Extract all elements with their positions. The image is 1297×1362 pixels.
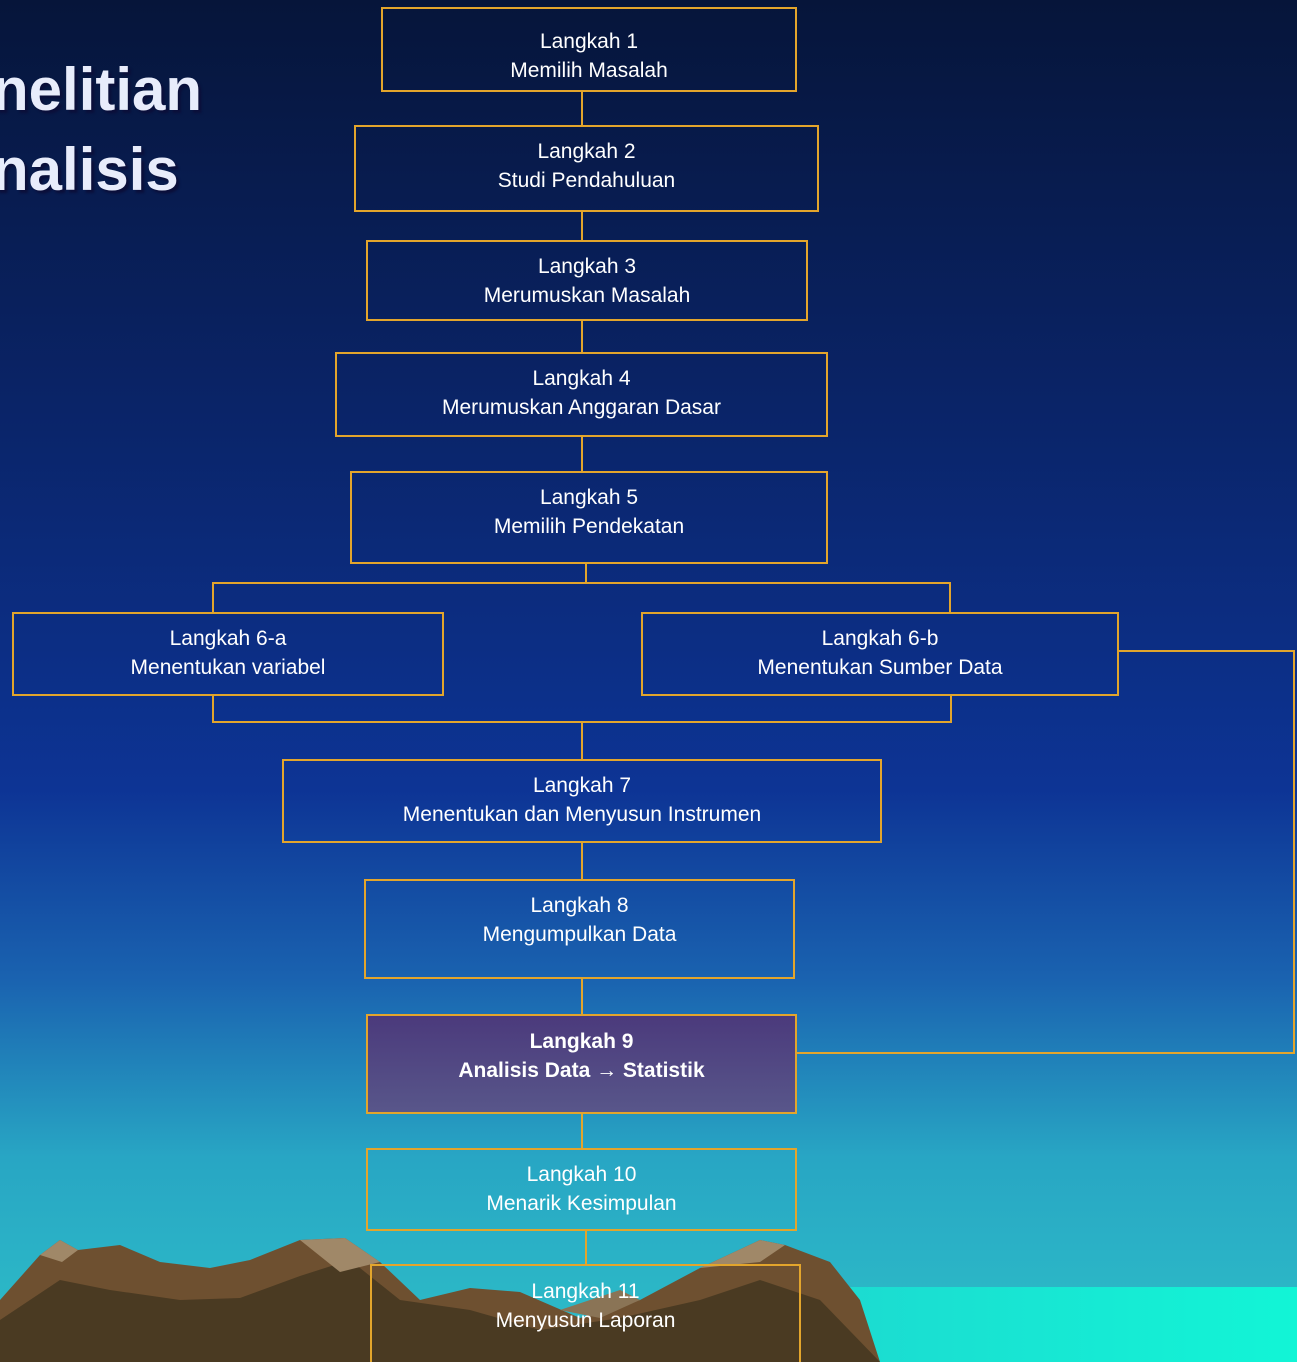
step-9-number: Langkah 9: [529, 1030, 634, 1053]
step-4-label: Merumuskan Anggaran Dasar: [442, 396, 721, 419]
step-6a-number: Langkah 6-a: [169, 627, 287, 650]
step-10-label: Menarik Kesimpulan: [486, 1192, 677, 1215]
step-11-label: Menyusun Laporan: [495, 1309, 676, 1332]
step-6b-label: Menentukan Sumber Data: [757, 656, 1003, 679]
step-3-number: Langkah 3: [537, 255, 637, 278]
step-1-box: Langkah 1 Memilih Masalah: [381, 7, 797, 92]
step-8-label: Mengumpulkan Data: [482, 923, 677, 946]
slide-title-line-2: nalisis: [0, 136, 179, 203]
connector-6-merge: [212, 695, 952, 723]
step-5-number: Langkah 5: [539, 486, 639, 509]
step-2-box: Langkah 2 Studi Pendahuluan: [354, 125, 819, 212]
step-4-number: Langkah 4: [532, 367, 631, 390]
step-3-label: Merumuskan Masalah: [483, 284, 691, 307]
step-9-box-highlighted: Langkah 9 Analisis Data → Statistik: [366, 1014, 797, 1114]
step-8-box: Langkah 8 Mengumpulkan Data: [364, 879, 795, 979]
step-7-box: Langkah 7 Menentukan dan Menyusun Instru…: [282, 759, 882, 843]
step-10-box: Langkah 10 Menarik Kesimpulan: [366, 1148, 797, 1231]
step-5-box: Langkah 5 Memilih Pendekatan: [350, 471, 828, 564]
step-11-number: Langkah 11: [531, 1280, 640, 1303]
step-7-label: Menentukan dan Menyusun Instrumen: [402, 803, 762, 826]
step-11-box: Langkah 11 Menyusun Laporan: [370, 1264, 801, 1362]
step-9-label: Analisis Data → Statistik: [458, 1059, 705, 1082]
step-2-label: Studi Pendahuluan: [497, 169, 676, 192]
step-7-number: Langkah 7: [532, 774, 632, 797]
slide-title-line-1: nelitian: [0, 56, 203, 123]
connector-6b-to-9: [796, 650, 1295, 1054]
step-1-label: Memilih Masalah: [510, 59, 668, 82]
step-4-box: Langkah 4 Merumuskan Anggaran Dasar: [335, 352, 828, 437]
step-10-number: Langkah 10: [526, 1163, 637, 1186]
step-6b-box: Langkah 6-b Menentukan Sumber Data: [641, 612, 1119, 696]
step-1-number: Langkah 1: [539, 30, 639, 53]
step-6a-box: Langkah 6-a Menentukan variabel: [12, 612, 444, 696]
step-3-box: Langkah 3 Merumuskan Masalah: [366, 240, 808, 321]
step-5-label: Memilih Pendekatan: [493, 515, 685, 538]
step-8-number: Langkah 8: [530, 894, 629, 917]
step-6a-label: Menentukan variabel: [130, 656, 326, 679]
connector-split-6: [212, 582, 951, 613]
step-2-number: Langkah 2: [537, 140, 636, 163]
step-6b-number: Langkah 6-b: [821, 627, 939, 650]
